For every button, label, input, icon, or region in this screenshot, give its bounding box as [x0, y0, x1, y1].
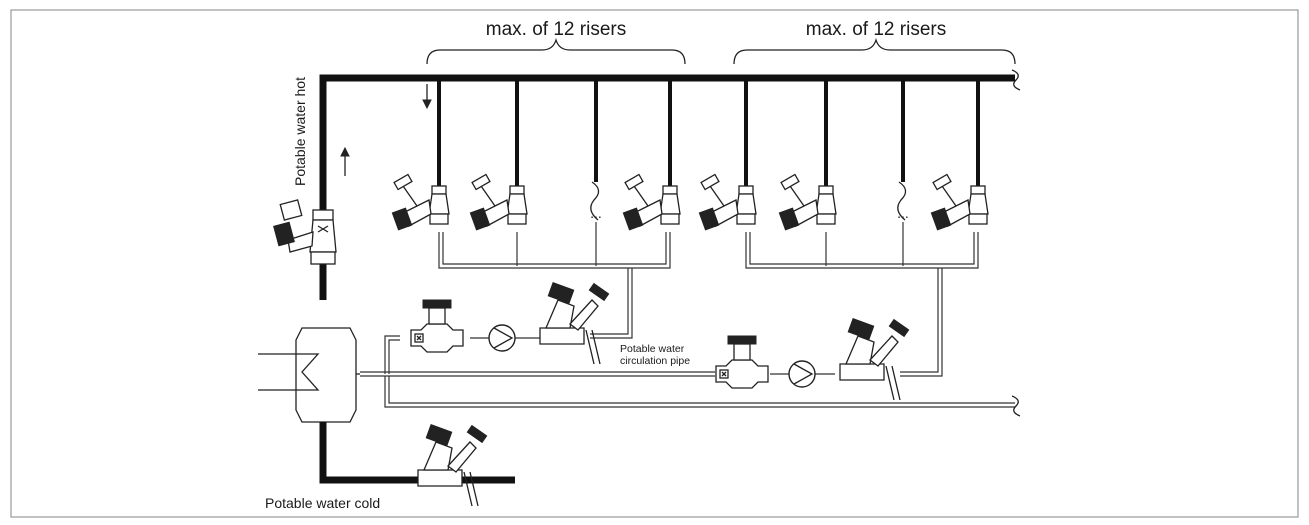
- cold-water-pipe: [319, 422, 515, 507]
- hot-water-label: Potable water hot: [292, 77, 308, 186]
- riser-break-left: [590, 181, 600, 221]
- riser-break-right: [897, 181, 907, 221]
- risers-label-right: max. of 12 risers: [806, 19, 946, 40]
- riser-ellipsis-left: ...: [590, 205, 602, 221]
- circulation-label-line1: Potable water: [620, 343, 685, 355]
- return-collectors: [438, 222, 979, 269]
- cold-water-label: Potable water cold: [265, 495, 380, 511]
- circulation-branch-1: [384, 268, 633, 374]
- brace-right: [733, 37, 1016, 65]
- hot-line-valve: [273, 199, 337, 265]
- riser-valves: [391, 173, 989, 231]
- risers-label-left: max. of 12 risers: [486, 19, 626, 40]
- riser-ellipsis-right: ...: [897, 205, 909, 221]
- diagram-frame: [10, 9, 1299, 518]
- lower-return-pipe: [384, 376, 1021, 417]
- flow-arrows: [340, 84, 432, 176]
- circulation-label-line2: circulation pipe: [620, 355, 690, 367]
- pipe-break-top: [1011, 69, 1021, 91]
- risers: [437, 78, 980, 190]
- circulation-branch-2: [360, 268, 943, 401]
- water-heater: [258, 327, 360, 423]
- brace-left: [426, 37, 686, 65]
